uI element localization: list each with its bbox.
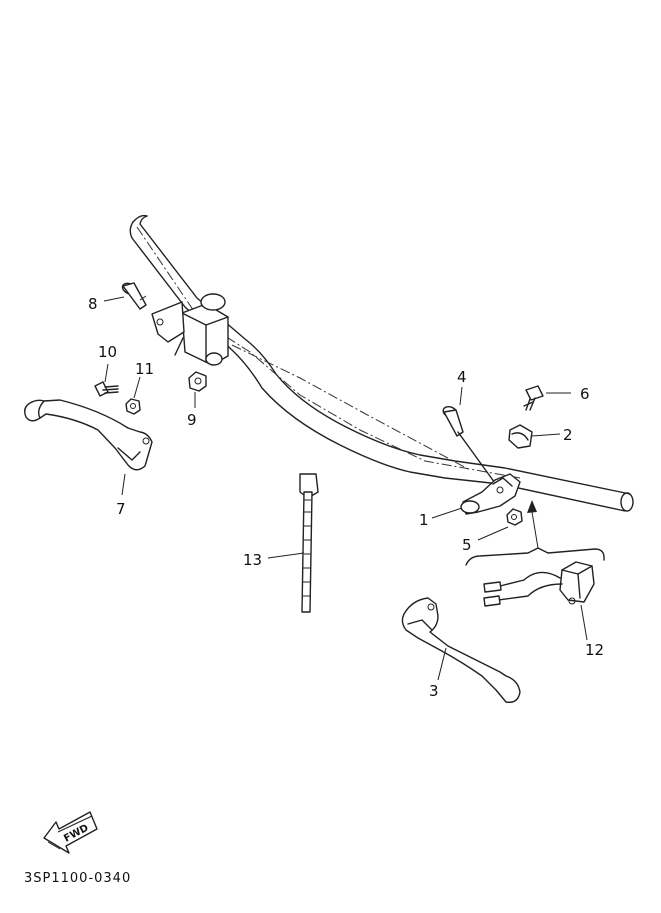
part-label-7: 7 xyxy=(116,500,126,518)
bolt-10-icon xyxy=(94,381,119,397)
part-label-12: 12 xyxy=(585,641,604,659)
part-label-4: 4 xyxy=(457,368,467,386)
bolt-4-icon xyxy=(442,406,501,491)
nut-11-icon xyxy=(125,398,141,415)
nut-5-icon xyxy=(506,508,523,526)
part-label-13: 13 xyxy=(243,551,262,569)
diagram-code: 3SP1100-0340 xyxy=(24,871,131,886)
nut-9-icon xyxy=(188,371,207,392)
lever-7-icon xyxy=(23,399,153,471)
bolt-6-icon xyxy=(523,385,544,411)
lever-3-icon xyxy=(401,597,521,703)
bolt-8-icon xyxy=(121,282,147,310)
part-label-3: 3 xyxy=(429,682,439,700)
part-label-8: 8 xyxy=(88,295,98,313)
part-label-10: 10 xyxy=(98,343,117,361)
fwd-arrow-icon: FWD xyxy=(43,811,98,854)
master-cylinder xyxy=(151,293,229,366)
switch-12-icon xyxy=(483,561,595,607)
cable-tie-13-icon xyxy=(299,473,319,613)
part-label-1: 1 xyxy=(419,511,429,529)
handlebar xyxy=(129,214,634,512)
assembly-arrow-icon xyxy=(465,500,605,566)
part-label-9: 9 xyxy=(187,411,197,429)
part-label-5: 5 xyxy=(462,536,472,554)
clamp-2-icon xyxy=(508,424,533,449)
part-label-11: 11 xyxy=(135,360,154,378)
part-label-2: 2 xyxy=(563,426,573,444)
lever-holder-1-icon xyxy=(460,473,521,515)
part-label-6: 6 xyxy=(580,385,590,403)
